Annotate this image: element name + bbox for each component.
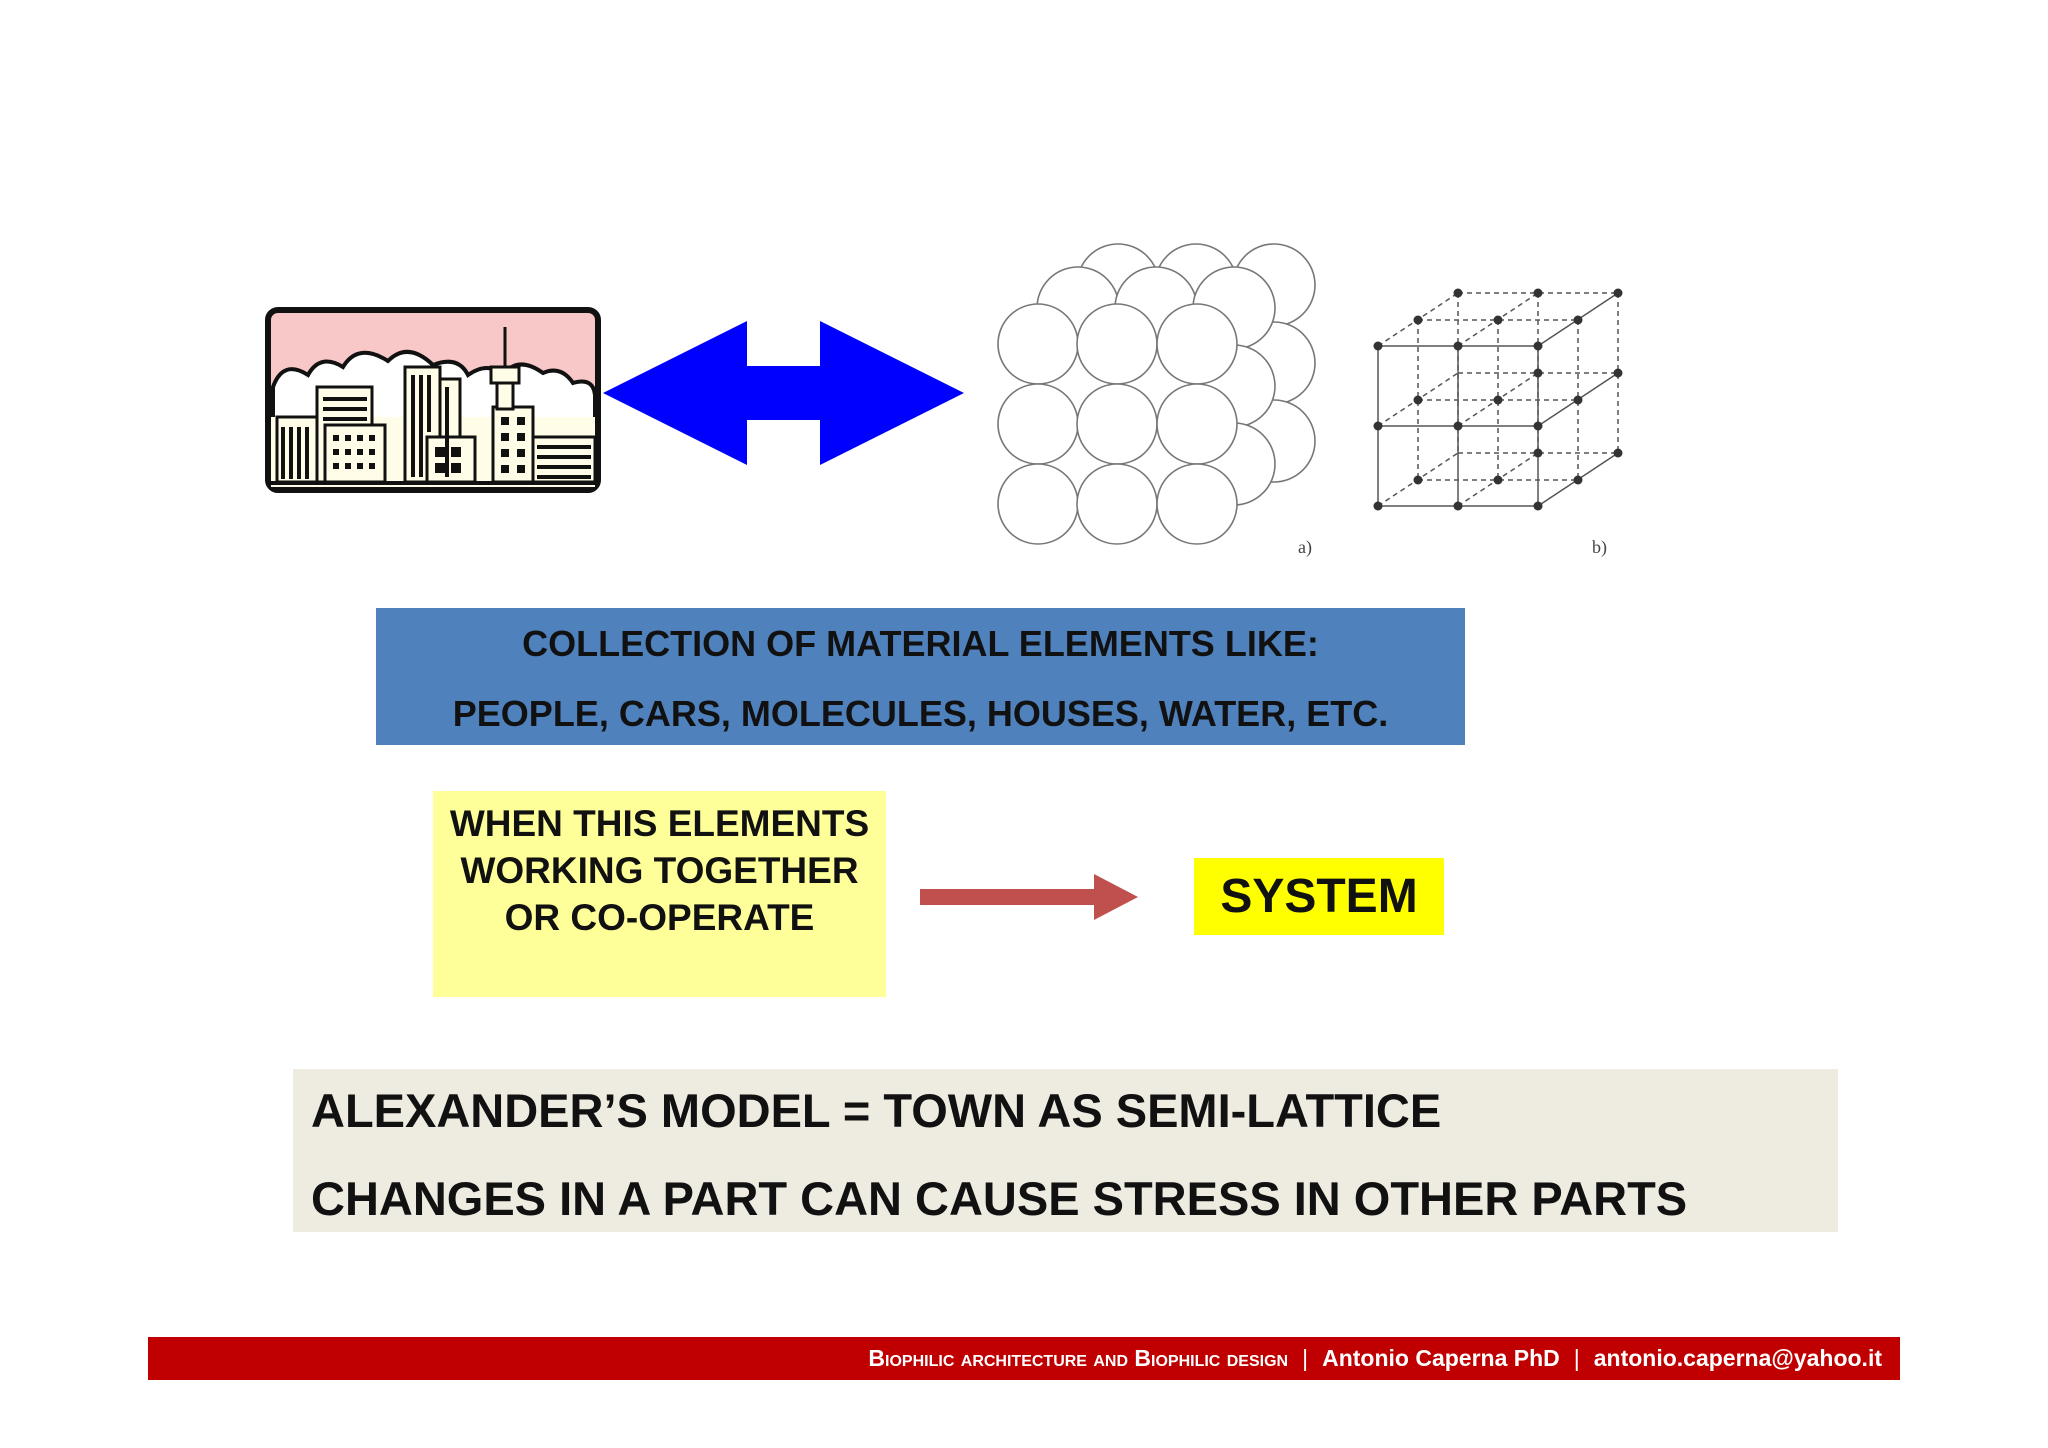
footer-separator: |: [1573, 1345, 1580, 1371]
footer-author: Antonio Caperna PhD: [1322, 1345, 1560, 1371]
panel-a-label: a): [1298, 537, 1312, 558]
system-label: SYSTEM: [1194, 858, 1444, 935]
footer-bar: Biophilic architecture and Biophilic des…: [148, 1337, 1900, 1380]
footer-course: Biophilic architecture and Biophilic des…: [868, 1345, 1289, 1371]
collection-box: COLLECTION OF MATERIAL ELEMENTS LIKE: PE…: [376, 608, 1465, 745]
condition-box: WHEN THIS ELEMENTS WORKING TOGETHER OR C…: [433, 791, 886, 997]
footer-separator: |: [1302, 1345, 1309, 1371]
alexander-line-2: CHANGES IN A PART CAN CAUSE STRESS IN OT…: [311, 1172, 1688, 1225]
sphere-packing-figure: a): [997, 243, 1316, 558]
double-arrow-icon: [603, 321, 964, 465]
condition-text: WHEN THIS ELEMENTS WORKING TOGETHER OR C…: [449, 803, 870, 938]
right-arrow-icon: [920, 874, 1138, 920]
panel-b-label: b): [1592, 537, 1607, 558]
city-skyline-icon: [265, 307, 601, 493]
collection-line-1: COLLECTION OF MATERIAL ELEMENTS LIKE:: [522, 623, 1319, 664]
cubic-lattice-figure: b): [1373, 288, 1623, 558]
alexander-line-1: ALEXANDER’S MODEL = TOWN AS SEMI-LATTICE: [311, 1084, 1442, 1137]
alexander-model-box: ALEXANDER’S MODEL = TOWN AS SEMI-LATTICE…: [293, 1069, 1838, 1232]
collection-line-2: PEOPLE, CARS, MOLECULES, HOUSES, WATER, …: [452, 693, 1389, 734]
footer-email[interactable]: antonio.caperna@yahoo.it: [1593, 1345, 1882, 1371]
